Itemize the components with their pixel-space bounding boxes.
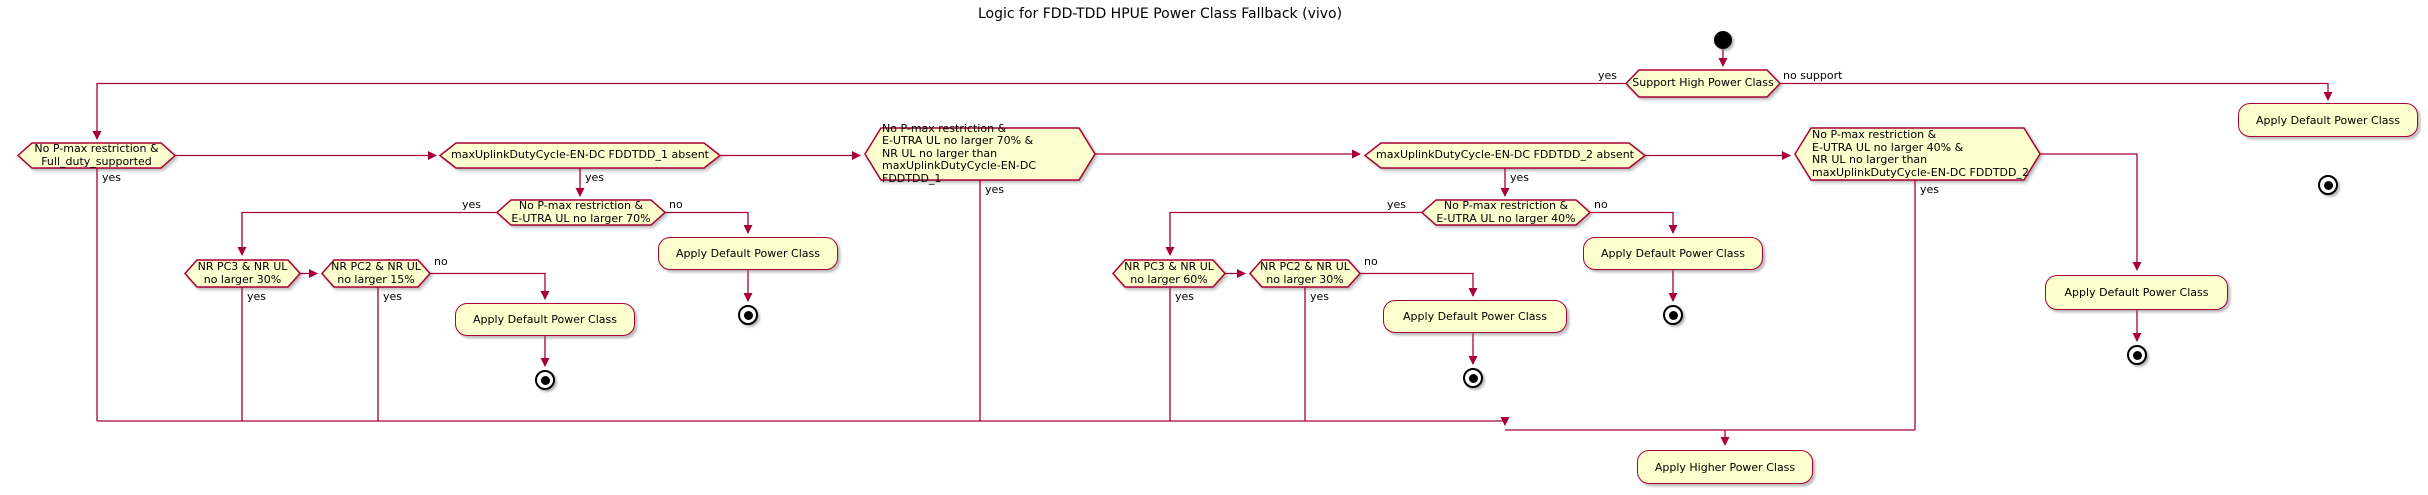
decision-nrpc2-30: NR PC2 & NR UL no larger 30% <box>1260 260 1350 286</box>
decision-no-pmax-full-duty-shape <box>16 142 177 169</box>
decision-maxduty-fddtdd1-absent: maxUplinkDutyCycle-EN-DC FDDTDD_1 absent <box>451 148 709 162</box>
decision-nrpc3-30: NR PC3 & NR UL no larger 30% <box>197 260 288 286</box>
decision-no-pmax-eutra40-nrduty2: No P-max restriction & E-UTRA UL no larg… <box>1812 128 2029 179</box>
decision-support-high-power-class: Support High Power Class <box>1632 76 1774 90</box>
end-node <box>2318 175 2338 195</box>
edge-label-yes: yes <box>1175 290 1195 303</box>
decision-maxduty-fddtdd1-absent-shape <box>438 142 722 169</box>
edge-label-no: no <box>1594 198 1608 211</box>
end-node-dot <box>1668 310 1678 320</box>
edge-label-no-support: no support <box>1783 69 1843 82</box>
decision-nrpc2-15-shape <box>320 259 432 288</box>
end-node <box>1663 305 1683 325</box>
decision-nrpc3-60-shape <box>1111 259 1227 288</box>
edge-label-yes: yes <box>1310 290 1330 303</box>
activity-apply-higher-power-class: Apply Higher Power Class <box>1637 450 1813 484</box>
edge-label-no: no <box>1364 255 1378 268</box>
decision-no-pmax-eutra40: No P-max restriction & E-UTRA UL no larg… <box>1436 199 1576 225</box>
end-node <box>535 370 555 390</box>
activity-apply-default-power-class: Apply Default Power Class <box>2045 275 2228 310</box>
decision-nrpc2-30-shape <box>1248 259 1362 288</box>
edge-label-yes: yes <box>985 183 1005 196</box>
end-node-dot <box>743 310 753 320</box>
decision-no-pmax-eutra40-nrduty2-shape <box>1794 127 2041 181</box>
edge-label-no: no <box>434 255 448 268</box>
edge-label-yes: yes <box>1510 171 1530 184</box>
diagram-title: Logic for FDD-TDD HPUE Power Class Fallb… <box>978 6 1343 22</box>
edge-label-yes: yes <box>1598 69 1618 82</box>
end-node-dot <box>1468 373 1478 383</box>
end-node-dot <box>540 375 550 385</box>
end-node <box>1463 368 1483 388</box>
activity-apply-default-power-class: Apply Default Power Class <box>455 303 635 336</box>
decision-no-pmax-full-duty: No P-max restriction & Full_duty_support… <box>34 142 159 168</box>
decision-maxduty-fddtdd2-absent-shape <box>1363 142 1647 169</box>
decision-nrpc2-15: NR PC2 & NR UL no larger 15% <box>331 260 421 286</box>
decision-no-pmax-eutra70-nrduty1-shape <box>864 127 1096 181</box>
end-node-dot <box>2132 350 2142 360</box>
edge-label-yes: yes <box>383 290 403 303</box>
edge-label-yes: yes <box>585 171 605 184</box>
decision-no-pmax-eutra70: No P-max restriction & E-UTRA UL no larg… <box>511 199 651 225</box>
edge-label-yes: yes <box>102 171 122 184</box>
edge-label-yes: yes <box>462 198 482 211</box>
activity-apply-default-power-class: Apply Default Power Class <box>658 237 838 270</box>
activity-apply-default-power-class: Apply Default Power Class <box>2238 103 2418 137</box>
activity-apply-default-power-class: Apply Default Power Class <box>1383 300 1567 333</box>
activity-apply-default-power-class: Apply Default Power Class <box>1583 237 1763 270</box>
decision-nrpc3-60: NR PC3 & NR UL no larger 60% <box>1124 260 1214 286</box>
start-node <box>1714 31 1732 49</box>
decision-maxduty-fddtdd2-absent: maxUplinkDutyCycle-EN-DC FDDTDD_2 absent <box>1376 148 1634 162</box>
decision-nrpc3-30-shape <box>183 259 302 288</box>
edge-label-yes: yes <box>247 290 267 303</box>
decision-no-pmax-eutra70-nrduty1: No P-max restriction & E-UTRA UL no larg… <box>882 121 1037 185</box>
end-node-dot <box>2323 180 2333 190</box>
end-node <box>738 305 758 325</box>
edge-label-yes: yes <box>1920 183 1940 196</box>
edge-label-yes: yes <box>1387 198 1407 211</box>
end-node <box>2127 345 2147 365</box>
edge-label-no: no <box>669 198 683 211</box>
